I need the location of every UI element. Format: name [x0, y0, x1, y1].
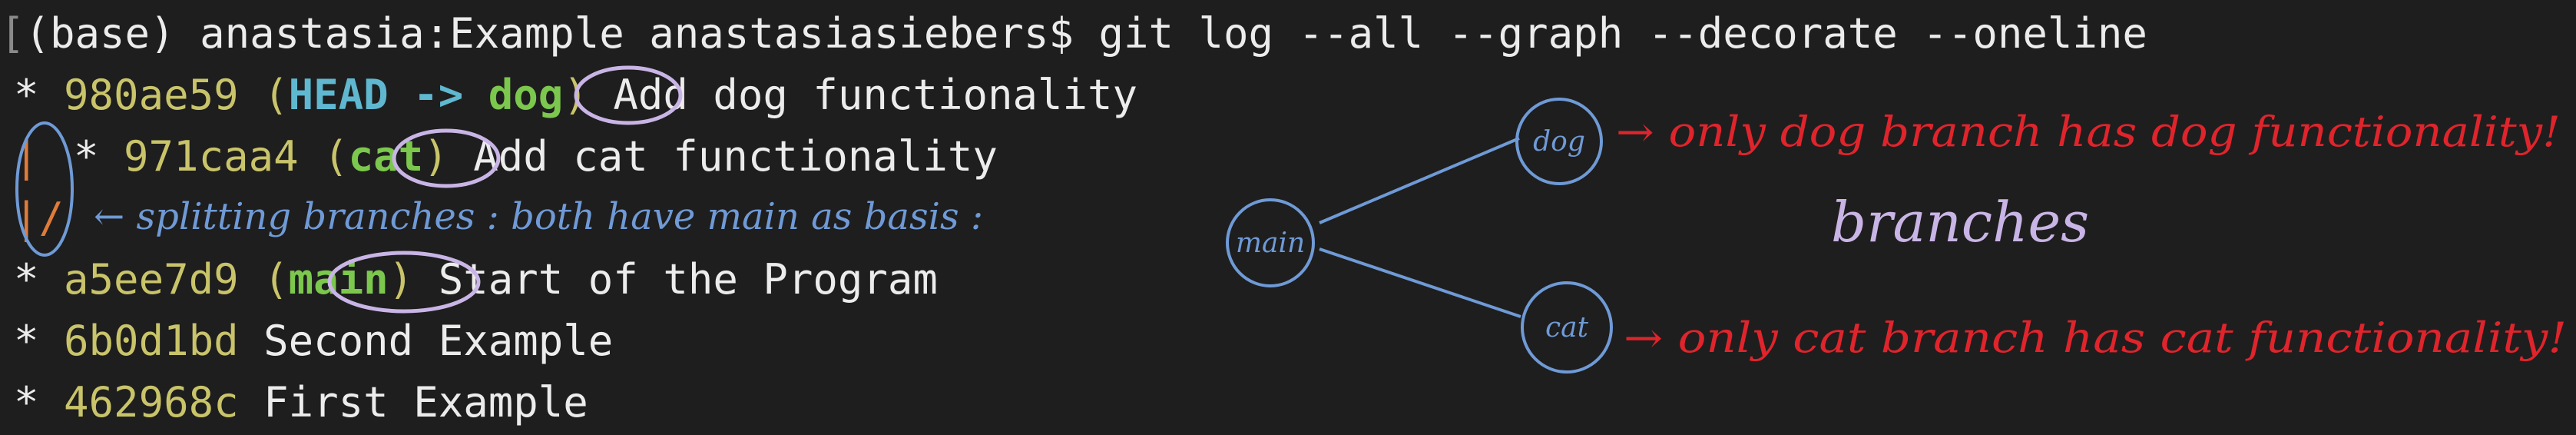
graph-star: *	[74, 132, 124, 181]
graph-star: *	[14, 71, 65, 119]
commit-hash: 980ae59	[64, 71, 239, 119]
graph-merge-slash: |/	[14, 194, 65, 242]
commit-hash: 971caa4	[124, 132, 299, 181]
commit-message: Second Example	[263, 317, 614, 365]
prompt-line: [(base) anastasia:Example anastasiasiebe…	[0, 3, 2147, 65]
graph-pipe: |	[14, 132, 39, 181]
prompt-command: (base) anastasia:Example anastasiasieber…	[25, 9, 2147, 58]
log-line-main: * a5ee7d9 (main) Start of the Program	[14, 255, 938, 304]
branch-ref-dog: dog	[488, 71, 564, 119]
graph-star: *	[14, 317, 65, 365]
graph-star: *	[14, 378, 65, 427]
commit-message: Start of the Program	[438, 255, 938, 304]
head-ref: HEAD ->	[288, 71, 488, 119]
log-line-cat: * 971caa4 (cat) Add cat functionality	[74, 132, 998, 181]
branch-ref-cat: cat	[348, 132, 424, 181]
commit-message: First Example	[263, 378, 588, 427]
prompt-bracket: [	[0, 9, 25, 58]
commit-hash: 6b0d1bd	[64, 317, 239, 365]
log-line-second: * 6b0d1bd Second Example	[14, 310, 613, 372]
log-line-dog: * 980ae59 (HEAD -> dog) Add dog function…	[14, 71, 1138, 119]
graph-star: *	[14, 255, 65, 304]
commit-hash: a5ee7d9	[64, 255, 239, 304]
branch-ref-main: main	[288, 255, 389, 304]
log-line-first: * 462968c First Example	[14, 372, 588, 433]
commit-message: Add dog functionality	[613, 71, 1138, 119]
commit-hash: 462968c	[64, 378, 239, 427]
commit-message: Add cat functionality	[473, 132, 998, 181]
